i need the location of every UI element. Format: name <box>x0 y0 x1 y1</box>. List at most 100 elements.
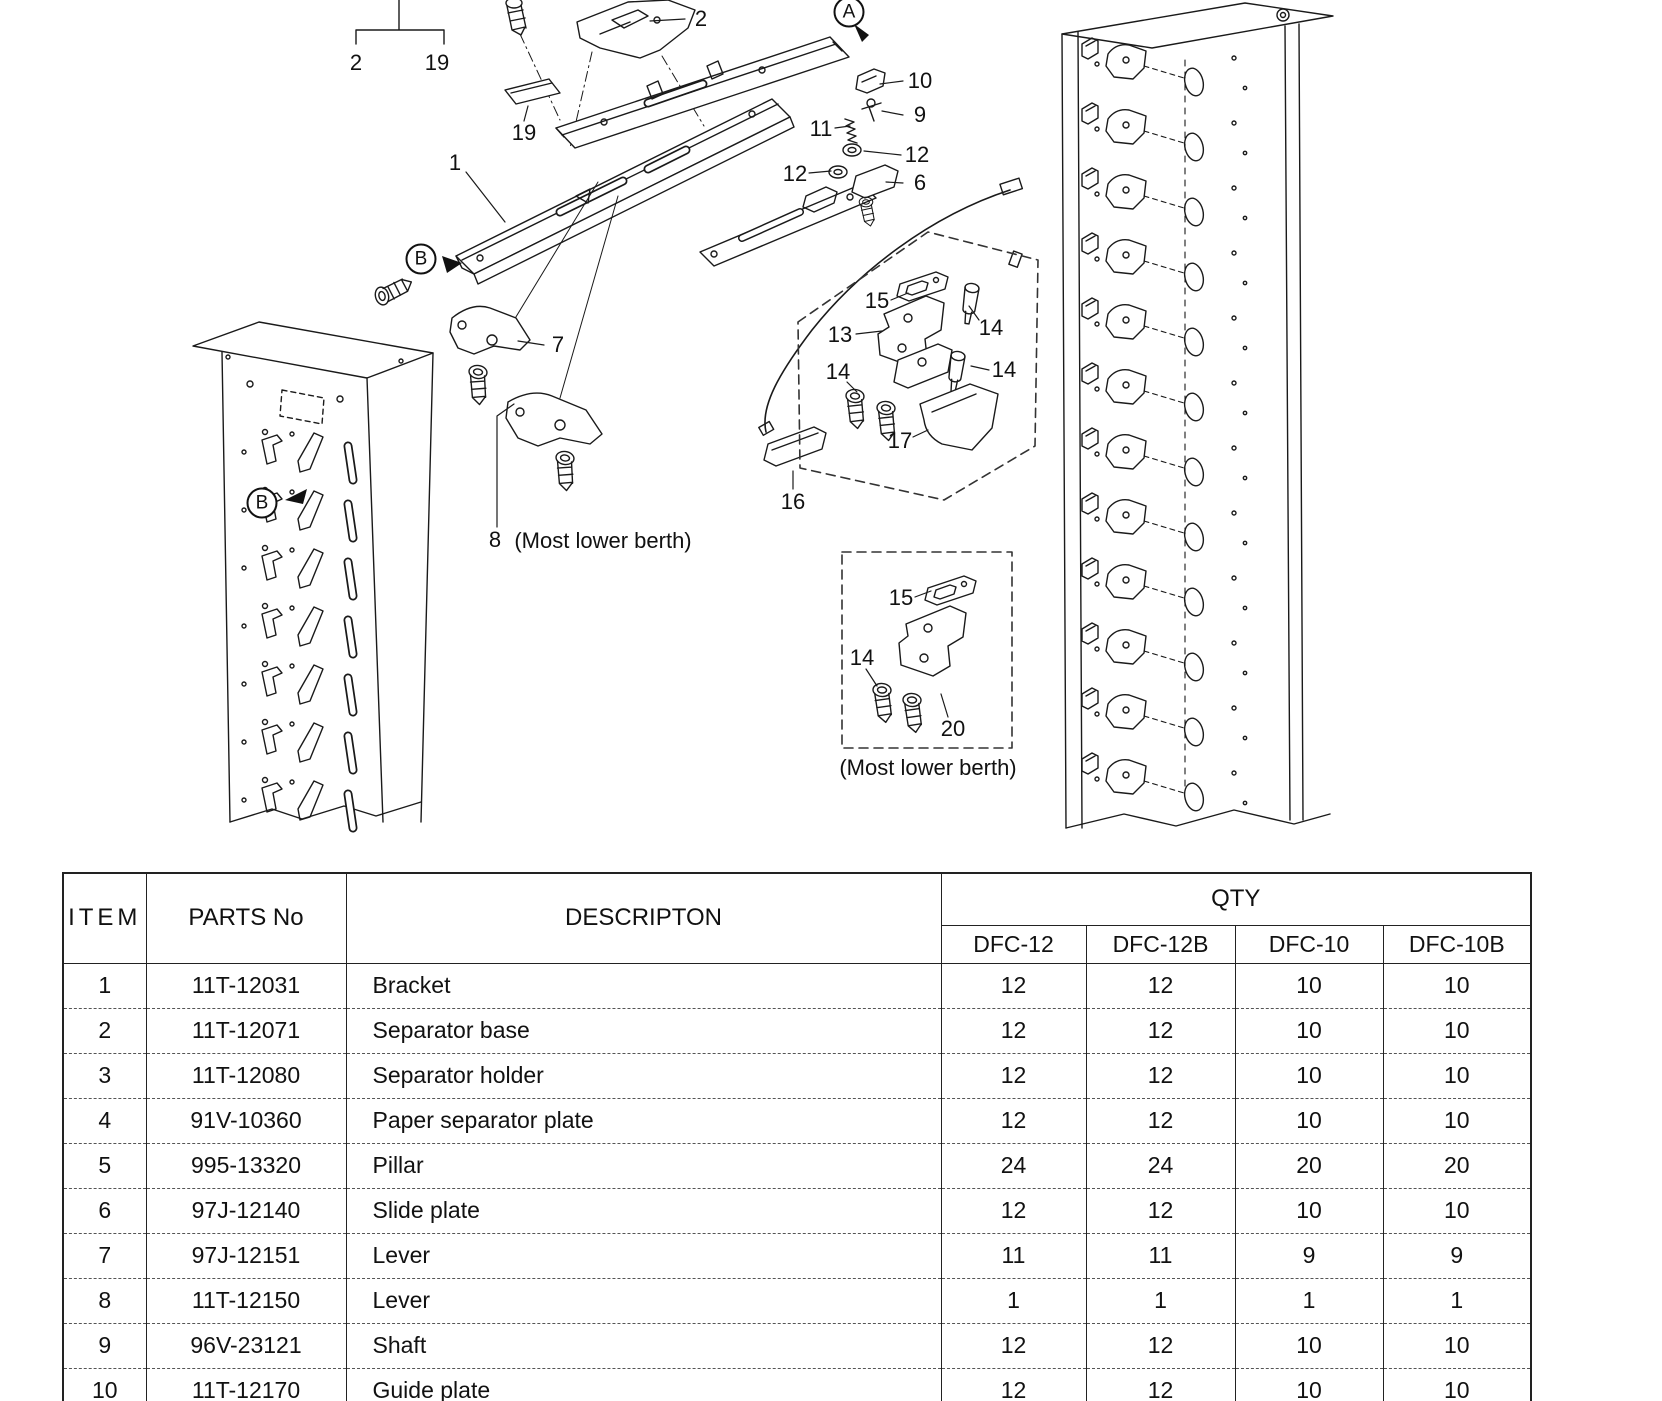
rail-end-bolt <box>372 276 416 308</box>
callout-17: 17 <box>887 428 913 453</box>
description-cell: Shaft <box>345 1323 942 1369</box>
lower-plate <box>699 183 877 267</box>
qty-cell: 12 <box>1085 1323 1236 1369</box>
callout-19: 19 <box>511 120 537 145</box>
parts-no-cell: 11T-12031 <box>145 963 347 1009</box>
qty-cell: 12 <box>940 1008 1087 1054</box>
detail-group-upper <box>797 231 1039 501</box>
callout-12-upper: 12 <box>904 142 930 167</box>
qty-cell: 1 <box>1234 1278 1384 1324</box>
callout-1: 1 <box>448 150 462 175</box>
exploded-diagram <box>192 0 1334 862</box>
qty-cell: 12 <box>940 1188 1087 1234</box>
callout-11: 11 <box>809 116 833 141</box>
parts-table: ITEM PARTS No DESCRIPTON QTY DFC-12 DFC-… <box>62 872 1533 1401</box>
leader-lines <box>465 18 990 718</box>
detail-group-lower <box>841 551 1013 749</box>
table-row: 8 11T-12150 Lever 1 1 1 1 <box>62 1278 1532 1324</box>
group-bracket-lines <box>355 0 445 45</box>
callout-group-19: 19 <box>424 50 450 75</box>
qty-cell: 10 <box>1382 1053 1532 1099</box>
parts-no-cell: 11T-12150 <box>145 1278 347 1324</box>
qty-cell: 10 <box>1382 963 1532 1009</box>
item-cell: 10 <box>62 1368 147 1401</box>
parts-no-cell: 11T-12080 <box>145 1053 347 1099</box>
qty-cell: 9 <box>1234 1233 1384 1279</box>
qty-cell: 10 <box>1234 1368 1384 1401</box>
description-cell: Lever <box>345 1278 942 1324</box>
qty-cell: 12 <box>940 1323 1087 1369</box>
ref-arrows <box>285 24 869 504</box>
table-row: 6 97J-12140 Slide plate 12 12 10 10 <box>62 1188 1532 1234</box>
top-screw <box>505 0 561 121</box>
description-cell: Separator base <box>345 1008 942 1054</box>
qty-cell: 10 <box>1234 1008 1384 1054</box>
lever-8 <box>505 392 603 492</box>
item-cell: 7 <box>62 1233 147 1279</box>
header-item: ITEM <box>62 872 147 964</box>
upper-rail <box>555 36 850 149</box>
description-cell: Pillar <box>345 1143 942 1189</box>
table-header-row: ITEM PARTS No DESCRIPTON QTY <box>62 872 1532 964</box>
table-models-row: DFC-12 DFC-12B DFC-10 DFC-10B <box>63 924 1532 964</box>
parts-no-cell: 96V-23121 <box>145 1323 347 1369</box>
qty-cell: 10 <box>1234 1323 1384 1369</box>
qty-cell: 10 <box>1382 1323 1532 1369</box>
parts-no-cell: 11T-12170 <box>145 1368 347 1401</box>
header-parts-no: PARTS No <box>145 872 347 964</box>
description-cell: Lever <box>345 1233 942 1279</box>
callout-8: 8 <box>488 527 502 552</box>
qty-cell: 20 <box>1382 1143 1532 1189</box>
qty-cell: 11 <box>1085 1233 1236 1279</box>
callout-14-lower-right: 14 <box>991 357 1017 382</box>
qty-cell: 10 <box>1234 1098 1384 1144</box>
qty-cell: 12 <box>1085 1008 1236 1054</box>
qty-cell: 12 <box>940 1368 1087 1401</box>
qty-cell: 10 <box>1382 1008 1532 1054</box>
qty-cell: 9 <box>1382 1233 1532 1279</box>
header-description: DESCRIPTON <box>345 872 942 964</box>
table-row: 1 11T-12031 Bracket 12 12 10 10 <box>62 963 1532 1009</box>
item-cell: 2 <box>62 1008 147 1054</box>
table-row: 10 11T-12170 Guide plate 12 12 10 10 <box>62 1368 1532 1401</box>
table-row: 3 11T-12080 Separator holder 12 12 10 10 <box>62 1053 1532 1099</box>
item-cell: 6 <box>62 1188 147 1234</box>
qty-cell: 1 <box>1085 1278 1236 1324</box>
callout-15-lower: 15 <box>888 585 914 610</box>
callout-group-2: 2 <box>349 50 363 75</box>
qty-cell: 12 <box>1085 963 1236 1009</box>
table-row: 4 91V-10360 Paper separator plate 12 12 … <box>62 1098 1532 1144</box>
callout-20: 20 <box>940 716 966 741</box>
callout-15-upper: 15 <box>864 288 890 313</box>
callout-9: 9 <box>913 102 927 127</box>
description-cell: Bracket <box>345 963 942 1009</box>
header-model-dfc10b: DFC-10B <box>1382 924 1532 964</box>
qty-cell: 11 <box>940 1233 1087 1279</box>
callout-10: 10 <box>907 68 933 93</box>
qty-cell: 24 <box>1085 1143 1236 1189</box>
qty-cell: 12 <box>940 1053 1087 1099</box>
header-model-dfc10: DFC-10 <box>1234 924 1384 964</box>
table-row: 2 11T-12071 Separator base 12 12 10 10 <box>62 1008 1532 1054</box>
callout-14-left: 14 <box>825 359 851 384</box>
header-qty: QTY <box>940 872 1532 926</box>
item-cell: 3 <box>62 1053 147 1099</box>
callout-2: 2 <box>694 6 708 31</box>
right-pillar <box>1061 2 1334 829</box>
parts-no-cell: 11T-12071 <box>145 1008 347 1054</box>
plate-19 <box>504 78 561 105</box>
qty-cell: 1 <box>1382 1278 1532 1324</box>
callout-13: 13 <box>827 322 853 347</box>
callout-12-lower: 12 <box>782 161 808 186</box>
separator-base <box>569 0 705 149</box>
qty-cell: 12 <box>1085 1098 1236 1144</box>
note-most-lower-berth-8: (Most lower berth) <box>514 528 692 553</box>
small-parts-column <box>828 68 899 227</box>
parts-no-cell: 995-13320 <box>145 1143 347 1189</box>
main-rail-bracket <box>455 98 795 399</box>
left-pillar <box>192 321 434 828</box>
item-cell: 9 <box>62 1323 147 1369</box>
item-cell: 1 <box>62 963 147 1009</box>
wire-harness <box>758 177 1024 467</box>
